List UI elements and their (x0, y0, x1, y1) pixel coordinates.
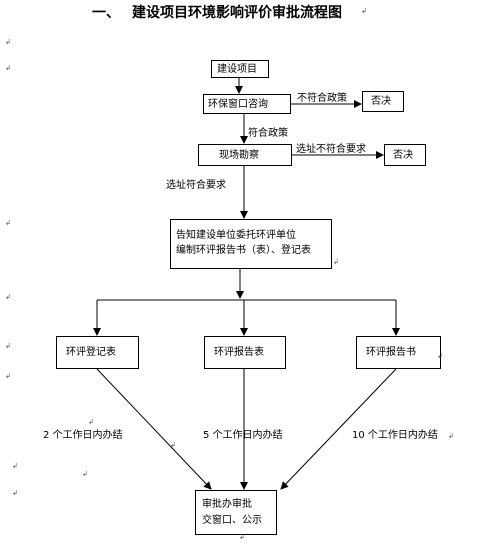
node-report-form-label: 环评报告表 (214, 347, 264, 358)
node-survey-label: 现场勘察 (219, 150, 259, 161)
node-report-book: 环评报告书 (356, 336, 441, 369)
paragraph-mark: ↲ (333, 258, 339, 266)
paragraph-mark: ↲ (437, 352, 443, 360)
paragraph-mark: ↲ (361, 7, 367, 15)
node-notify-line-1: 告知建设单位委托环评单位 (176, 230, 296, 241)
node-report-form: 环评报告表 (204, 336, 286, 369)
edge-label-site-no: 选址不符合要求 (296, 144, 366, 155)
edge-label-site-yes: 选址符合要求 (166, 180, 226, 191)
node-project: 建设项目 (211, 60, 269, 78)
paragraph-mark: ↲ (5, 38, 11, 46)
paragraph-mark: ↲ (170, 441, 176, 449)
paragraph-mark: ↲ (448, 432, 454, 440)
edge-label-days-10: 10 个工作日内办结 (352, 430, 438, 441)
edge-label-policy-no: 不符合政策 (297, 93, 347, 104)
node-approve-line-2: 交窗口、公示 (202, 515, 262, 526)
node-registration-form-label: 环评登记表 (66, 347, 116, 358)
node-reject-2-label: 否决 (393, 150, 413, 161)
paragraph-mark: ↲ (5, 342, 11, 350)
node-reject-1-label: 否决 (371, 96, 391, 107)
paragraph-mark: ↲ (5, 219, 11, 227)
paragraph-mark: ↲ (12, 489, 18, 497)
paragraph-mark: ↲ (12, 462, 18, 470)
arrow-registration-to-approve (96, 368, 212, 490)
paragraph-mark: ↲ (88, 418, 94, 426)
edge-label-days-5: 5 个工作日内办结 (203, 430, 283, 441)
node-reject-1: 否决 (362, 91, 404, 112)
paragraph-mark: ↲ (82, 470, 88, 478)
node-approve: 审批办审批 交窗口、公示 (195, 490, 277, 535)
node-window: 环保窗口咨询 (203, 94, 291, 114)
node-registration-form: 环评登记表 (56, 336, 139, 369)
paragraph-mark: ↲ (239, 533, 245, 541)
edge-label-days-2: 2 个工作日内办结 (43, 430, 123, 441)
node-approve-line-1: 审批办审批 (202, 499, 252, 510)
paragraph-mark: ↲ (5, 293, 11, 301)
paragraph-mark: ↲ (5, 64, 11, 72)
paragraph-mark: ↲ (5, 372, 11, 380)
node-report-book-label: 环评报告书 (366, 347, 416, 358)
node-survey: 现场勘察 (198, 144, 292, 166)
node-project-label: 建设项目 (217, 64, 257, 75)
node-notify-line-2: 编制环评报告书（表）、登记表 (176, 245, 311, 256)
edge-label-policy-yes: 符合政策 (248, 128, 288, 139)
title-number: 一、 (92, 5, 120, 21)
arrow-report-book-to-approve (280, 368, 397, 490)
node-window-label: 环保窗口咨询 (208, 99, 268, 110)
node-notify: 告知建设单位委托环评单位 编制环评报告书（表）、登记表 (170, 219, 332, 269)
node-reject-2: 否决 (384, 144, 426, 166)
title-text: 建设项目环境影响评价审批流程图 (132, 5, 342, 21)
